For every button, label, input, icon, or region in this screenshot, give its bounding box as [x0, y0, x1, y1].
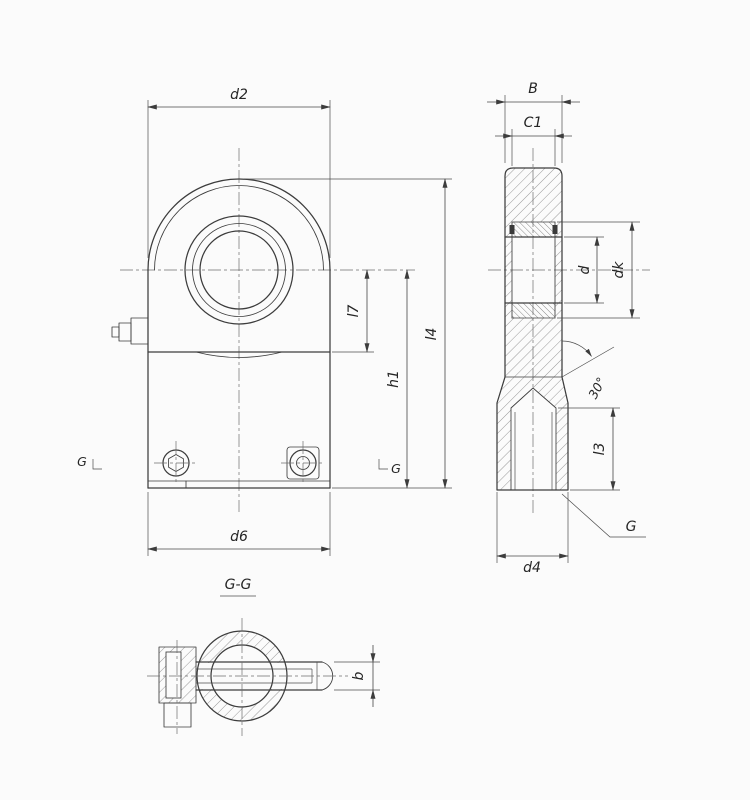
section-title-label: G-G	[225, 577, 252, 593]
clamp-ring-hatch	[197, 631, 287, 721]
bolt-shank	[165, 651, 182, 699]
dim-b: b	[334, 645, 380, 707]
dim-C1: C1	[495, 115, 572, 166]
dim-label-d: d	[577, 265, 593, 274]
section-gg-view: G-G	[147, 577, 380, 736]
section-centerlines	[147, 618, 348, 736]
section-mark-left: G	[77, 454, 102, 470]
body-outline	[147, 178, 331, 489]
dim-label-d6: d6	[230, 529, 248, 545]
dim-l3: l3	[558, 407, 620, 491]
ball-hatch	[512, 222, 555, 318]
section-label-g-left: G	[77, 454, 87, 469]
bearing-bore	[504, 221, 563, 319]
side-view: B C1 d dk 30°	[487, 81, 650, 576]
front-view: d2 d6 l7 h1 l4 G	[77, 87, 452, 556]
thread-callout-G: G	[561, 493, 646, 538]
dim-label-dk: dk	[611, 261, 627, 279]
angle-30: 30°	[561, 340, 615, 402]
dim-label-l3: l3	[592, 443, 608, 456]
dim-dk: dk	[557, 221, 640, 319]
snap-ring-right	[552, 225, 558, 234]
section-label-g-right: G	[391, 461, 401, 476]
dim-label-B: B	[528, 81, 538, 97]
dim-label-h1: h1	[386, 370, 402, 388]
bore-circles	[184, 215, 294, 325]
dim-d4: d4	[496, 492, 569, 576]
shank-outline	[496, 376, 569, 491]
snap-ring-left	[509, 225, 515, 234]
dim-label-l4: l4	[424, 328, 440, 341]
dim-label-d4: d4	[523, 560, 541, 576]
section-title: G-G	[220, 577, 256, 597]
thread-bore	[510, 387, 557, 491]
dim-label-b: b	[351, 671, 367, 680]
dim-l4: l4	[244, 178, 452, 489]
dim-B: B	[487, 81, 580, 163]
angle-label-30: 30°	[585, 375, 609, 402]
shank-hatch	[497, 377, 568, 490]
dim-label-l7: l7	[346, 305, 362, 318]
thread-label-G: G	[626, 519, 637, 535]
dim-d: d	[564, 236, 604, 304]
clamp-screw	[195, 661, 334, 691]
dim-label-C1: C1	[524, 115, 543, 131]
dim-d6: d6	[147, 492, 331, 556]
bolt-block	[158, 640, 197, 734]
dim-h1: h1	[332, 269, 452, 489]
bolt-head	[163, 702, 192, 728]
dim-label-d2: d2	[230, 87, 248, 103]
dim-l7: l7	[332, 269, 374, 353]
grease-fitting	[111, 317, 149, 345]
section-mark-right: G	[378, 459, 401, 476]
housing-hatch	[505, 168, 562, 377]
clamp-hole-left	[154, 441, 198, 485]
clamp-hole-right	[281, 441, 325, 485]
dim-d2: d2	[147, 87, 331, 258]
